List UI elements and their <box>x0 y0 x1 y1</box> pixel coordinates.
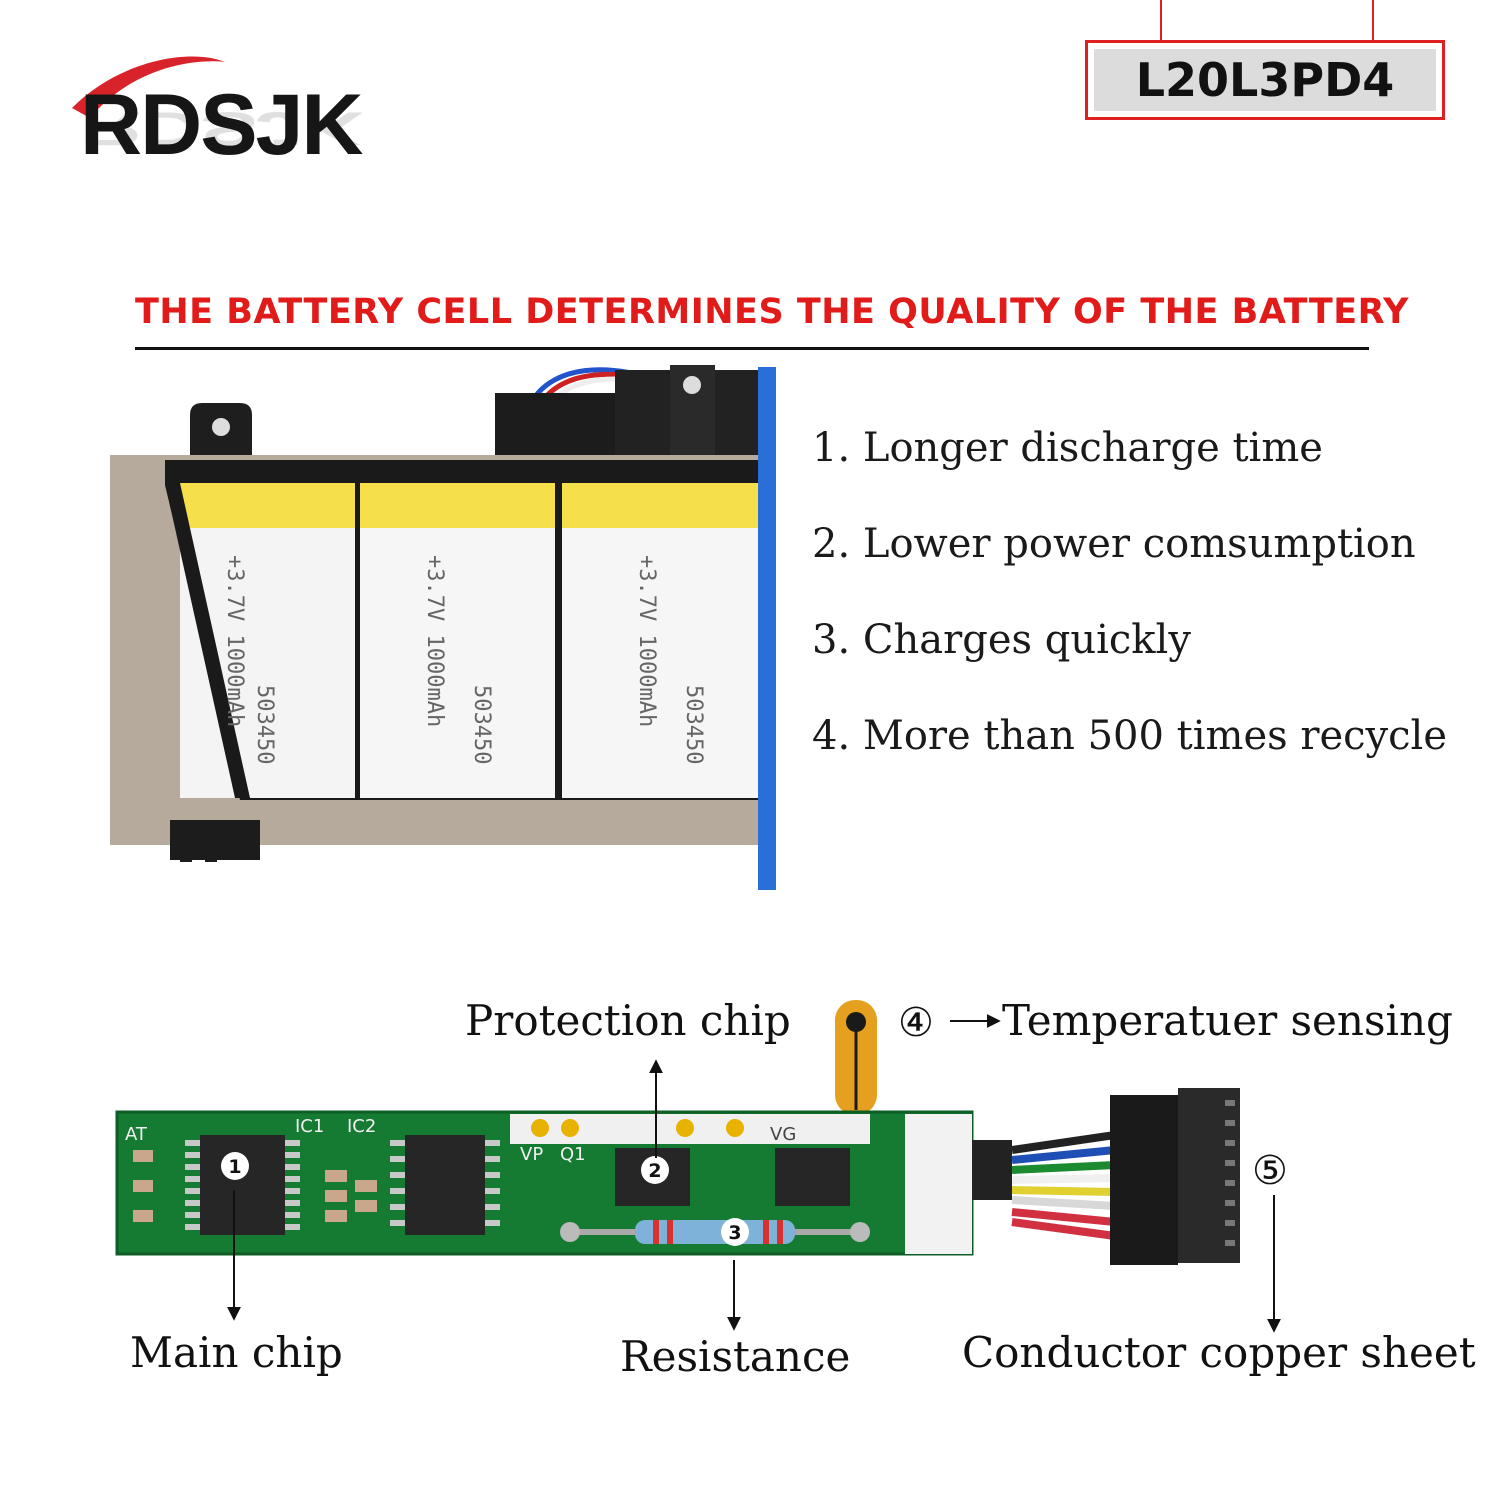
marker-temperature: ④ <box>898 1000 934 1046</box>
feature-recycle: 4. More than 500 times recycle <box>812 713 1448 759</box>
logo-reflection: RDSJK <box>80 101 362 155</box>
model-badge: L20L3PD4 <box>1085 40 1445 120</box>
silk-ic2: IC2 <box>347 1116 376 1137</box>
feature-power: 2. Lower power comsumption <box>812 521 1416 567</box>
marker-main-chip: 1 <box>228 1156 241 1178</box>
silk-at: AT <box>125 1124 148 1145</box>
brand-logo: RDSJK RDSJK <box>60 40 460 190</box>
cell-code-3: 503450 <box>681 685 706 764</box>
marker-resistance: 3 <box>728 1222 741 1244</box>
silk-ic1: IC1 <box>295 1116 324 1137</box>
cell-label-1: +3.7V 1000mAh <box>222 555 247 727</box>
marker-protection-chip: 2 <box>648 1160 661 1182</box>
cell-code-1: 503450 <box>252 685 277 764</box>
battery-cells <box>165 483 762 798</box>
silk-q1: Q1 <box>560 1144 586 1165</box>
silk-vp: VP <box>520 1144 543 1165</box>
label-conductor-copper-sheet: Conductor copper sheet <box>962 1328 1476 1377</box>
pcb-illustration: AT IC1 IC2 VP Q1 VG 1 2 3 <box>115 1000 1240 1265</box>
label-main-chip: Main chip <box>130 1328 343 1377</box>
feature-discharge: 1. Longer discharge time <box>812 425 1323 471</box>
label-temperature-sensing: Temperatuer sensing <box>1002 996 1453 1045</box>
label-protection-chip: Protection chip <box>465 996 791 1045</box>
cell-label-3: +3.7V 1000mAh <box>634 555 659 727</box>
battery-pack-illustration: +3.7V 1000mAh 503450 +3.7V 1000mAh 50345… <box>110 365 776 890</box>
headline: THE BATTERY CELL DETERMINES THE QUALITY … <box>135 292 1410 332</box>
marker-conductor: ⑤ <box>1252 1148 1288 1194</box>
model-code: L20L3PD4 <box>1094 49 1436 111</box>
label-resistance: Resistance <box>620 1332 851 1381</box>
logo-swoosh-icon <box>72 56 225 118</box>
silk-vg: VG <box>770 1124 796 1145</box>
cell-label-2: +3.7V 1000mAh <box>422 555 447 727</box>
cell-code-2: 503450 <box>469 685 494 764</box>
logo-text: RDSJK <box>80 77 364 173</box>
badge-connector-left <box>1160 0 1162 40</box>
badge-connector-right <box>1372 0 1374 40</box>
headline-divider <box>135 347 1369 350</box>
feature-charging: 3. Charges quickly <box>812 617 1191 663</box>
